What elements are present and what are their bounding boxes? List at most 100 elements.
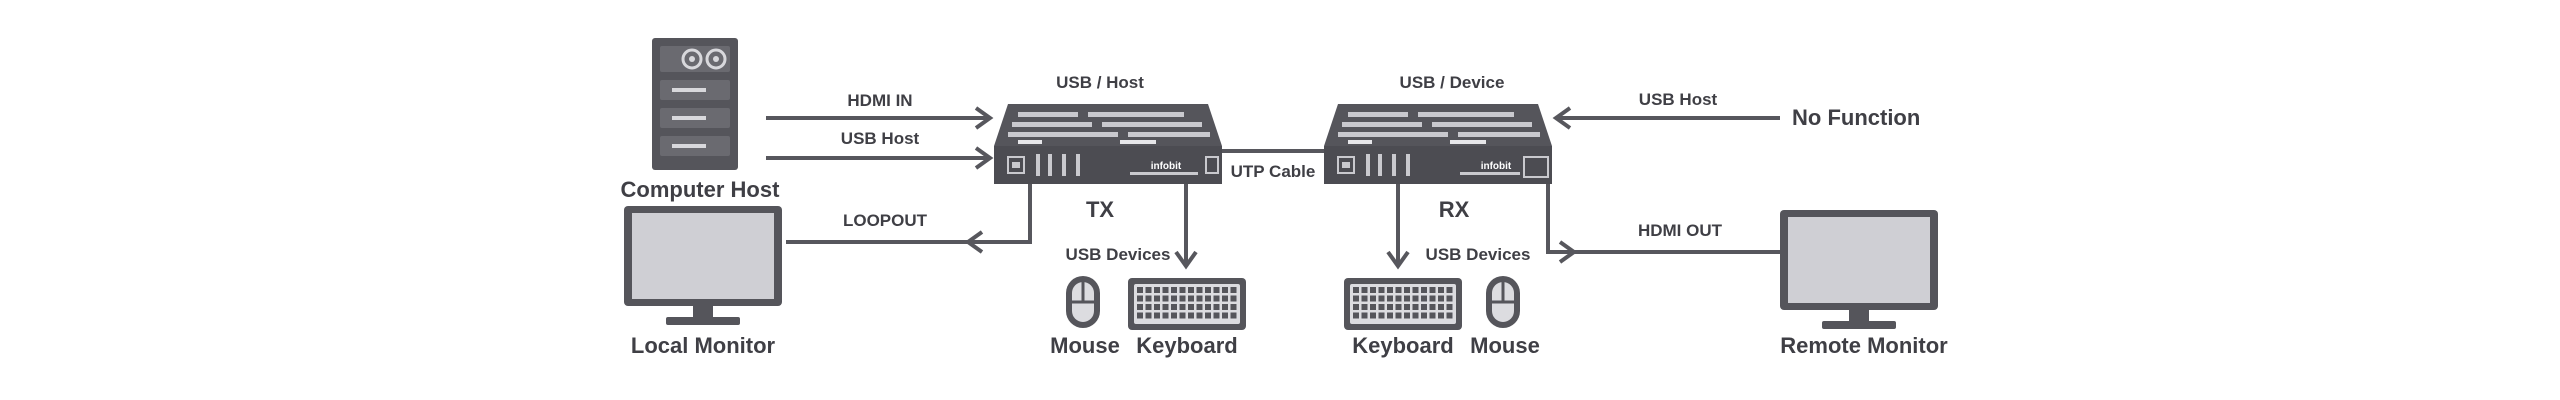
keyboard-key bbox=[1421, 312, 1427, 319]
keyboard-key bbox=[1429, 304, 1436, 310]
keyboard-key bbox=[1370, 312, 1376, 319]
keyboard-key bbox=[1353, 295, 1359, 302]
keyboard-key bbox=[1213, 304, 1220, 310]
loopout-label: LOOPOUT bbox=[843, 211, 928, 230]
keyboard-key bbox=[1395, 287, 1402, 293]
rx-keyboard-label: Keyboard bbox=[1352, 333, 1453, 358]
tx-brand-logo: infobit bbox=[1151, 161, 1182, 172]
keyboard-key bbox=[1353, 287, 1359, 293]
keyboard-key bbox=[1154, 287, 1160, 293]
keyboard-key bbox=[1412, 304, 1419, 310]
loopout-arrow bbox=[786, 184, 1032, 254]
keyboard-key bbox=[1446, 312, 1453, 319]
keyboard-key bbox=[1222, 287, 1228, 293]
rx-mouse-label: Mouse bbox=[1470, 333, 1540, 358]
remote-monitor-label: Remote Monitor bbox=[1780, 333, 1948, 358]
keyboard-key bbox=[1154, 295, 1160, 302]
keyboard-key bbox=[1404, 304, 1410, 310]
hdmi-in-arrow bbox=[766, 106, 994, 130]
keyboard-key bbox=[1446, 295, 1453, 302]
keyboard-key bbox=[1412, 287, 1419, 293]
keyboard-key bbox=[1154, 312, 1160, 319]
rx-usb-devices-label: USB Devices bbox=[1426, 245, 1531, 264]
keyboard-key bbox=[1145, 287, 1152, 293]
keyboard-key bbox=[1213, 312, 1220, 319]
keyboard-key bbox=[1412, 312, 1419, 319]
hdmi-out-arrow bbox=[1546, 184, 1780, 264]
keyboard-key bbox=[1412, 295, 1419, 302]
keyboard-key bbox=[1222, 304, 1228, 310]
keyboard-key bbox=[1395, 304, 1402, 310]
keyboard-key bbox=[1353, 304, 1359, 310]
keyboard-key bbox=[1361, 304, 1368, 310]
keyboard-key bbox=[1230, 295, 1237, 302]
rx-usb-devices-arrow bbox=[1386, 184, 1410, 270]
tx-top-label: USB / Host bbox=[1056, 73, 1144, 92]
rx-keyboard-icon bbox=[1344, 278, 1462, 330]
keyboard-key bbox=[1205, 312, 1211, 319]
keyboard-key bbox=[1162, 312, 1169, 319]
keyboard-key bbox=[1230, 304, 1237, 310]
keyboard-key bbox=[1378, 312, 1385, 319]
tx-mouse-label: Mouse bbox=[1050, 333, 1120, 358]
keyboard-key bbox=[1387, 304, 1393, 310]
keyboard-key bbox=[1421, 295, 1427, 302]
keyboard-key bbox=[1395, 312, 1402, 319]
hdmi-out-label: HDMI OUT bbox=[1638, 221, 1723, 240]
keyboard-key bbox=[1145, 295, 1152, 302]
keyboard-key bbox=[1196, 287, 1203, 293]
keyboard-key bbox=[1154, 304, 1160, 310]
local-monitor-icon bbox=[624, 206, 782, 325]
keyboard-key bbox=[1171, 304, 1177, 310]
tx-device-icon bbox=[994, 104, 1222, 184]
keyboard-key bbox=[1404, 295, 1410, 302]
keyboard-key bbox=[1361, 295, 1368, 302]
keyboard-key bbox=[1171, 295, 1177, 302]
keyboard-key bbox=[1387, 287, 1393, 293]
keyboard-key bbox=[1188, 287, 1194, 293]
keyboard-key bbox=[1213, 287, 1220, 293]
keyboard-key bbox=[1205, 304, 1211, 310]
keyboard-key bbox=[1353, 312, 1359, 319]
tx-label: TX bbox=[1086, 197, 1114, 222]
rx-top-label: USB / Device bbox=[1400, 73, 1505, 92]
keyboard-key bbox=[1446, 287, 1453, 293]
keyboard-key bbox=[1421, 287, 1427, 293]
keyboard-key bbox=[1196, 304, 1203, 310]
keyboard-key bbox=[1370, 287, 1376, 293]
keyboard-key bbox=[1230, 312, 1237, 319]
keyboard-key bbox=[1361, 287, 1368, 293]
keyboard-key bbox=[1137, 312, 1143, 319]
keyboard-key bbox=[1179, 312, 1186, 319]
keyboard-key bbox=[1395, 295, 1402, 302]
keyboard-key bbox=[1378, 295, 1385, 302]
keyboard-key bbox=[1429, 295, 1436, 302]
usb-host-rx-arrow bbox=[1552, 106, 1780, 130]
rx-brand-logo: infobit bbox=[1481, 161, 1512, 172]
tx-keyboard-icon bbox=[1128, 278, 1246, 330]
keyboard-key bbox=[1179, 287, 1186, 293]
keyboard-key bbox=[1378, 304, 1385, 310]
keyboard-key bbox=[1205, 287, 1211, 293]
keyboard-key bbox=[1429, 287, 1436, 293]
keyboard-key bbox=[1404, 312, 1410, 319]
keyboard-key bbox=[1404, 287, 1410, 293]
keyboard-key bbox=[1438, 287, 1444, 293]
keyboard-key bbox=[1205, 295, 1211, 302]
keyboard-key bbox=[1387, 295, 1393, 302]
rx-mouse-icon bbox=[1486, 276, 1520, 328]
keyboard-key bbox=[1421, 304, 1427, 310]
keyboard-key bbox=[1438, 304, 1444, 310]
keyboard-key bbox=[1438, 312, 1444, 319]
rx-device-icon bbox=[1324, 104, 1552, 184]
keyboard-key bbox=[1179, 295, 1186, 302]
keyboard-key bbox=[1213, 295, 1220, 302]
keyboard-key bbox=[1188, 295, 1194, 302]
local-monitor-label: Local Monitor bbox=[631, 333, 776, 358]
keyboard-key bbox=[1162, 287, 1169, 293]
keyboard-key bbox=[1137, 304, 1143, 310]
keyboard-key bbox=[1429, 312, 1436, 319]
keyboard-key bbox=[1222, 312, 1228, 319]
no-function-label: No Function bbox=[1792, 105, 1920, 130]
